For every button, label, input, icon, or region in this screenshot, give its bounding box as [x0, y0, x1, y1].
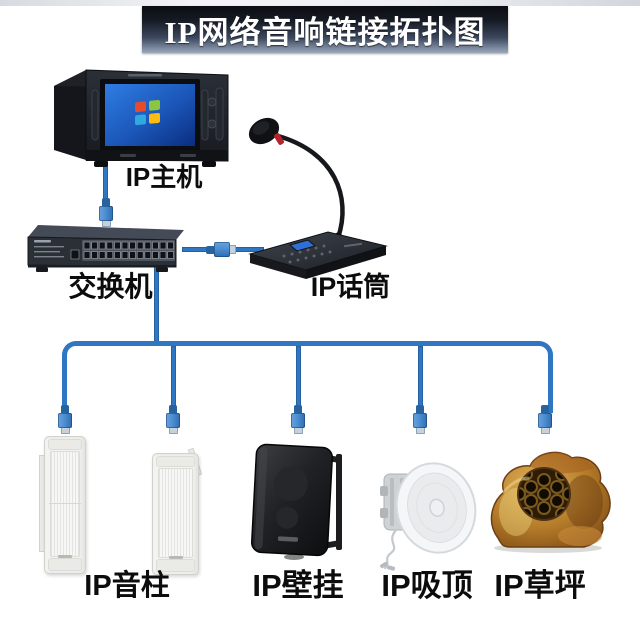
speaker-logo [58, 555, 72, 558]
column-speaker-label: IP音柱 [84, 570, 170, 602]
speaker-grille [158, 468, 193, 558]
top-shadow-strip [0, 0, 640, 6]
speaker-cap [156, 559, 195, 572]
speaker-grille [50, 451, 80, 557]
ceiling-speaker-icon [380, 462, 477, 571]
rj45-tip [230, 245, 236, 254]
speaker-seam [49, 503, 81, 504]
ceiling-speaker-label: IP吸顶 [381, 568, 473, 603]
microphone-label: IP话筒 [310, 272, 391, 302]
distribution-bus-cable [62, 341, 553, 413]
cable-switch-to-bus [154, 266, 159, 344]
rj45-plug-ceiling-icon [413, 405, 427, 434]
rj45-body [99, 206, 113, 221]
page-title: IP网络音响链接拓扑图 [164, 15, 486, 50]
rj45-plug-wall-icon [291, 405, 305, 434]
switch-label: 交换机 [68, 271, 153, 302]
title-banner: IP网络音响链接拓扑图 [142, 6, 508, 53]
speaker-cap [156, 456, 195, 467]
rj45-plug-column2-icon [166, 405, 180, 434]
rj45-plug-lawn-icon [538, 405, 552, 434]
rj45-tip [101, 221, 111, 227]
wall-speaker-icon [250, 443, 342, 560]
bus-drop-4 [418, 346, 423, 408]
rj45-plug-host-icon [99, 198, 113, 227]
lawn-rock-speaker-icon [490, 451, 611, 553]
rj45-plug-mic-icon [206, 242, 236, 257]
host-label: IP主机 [125, 162, 203, 192]
speaker-cap [48, 439, 82, 450]
bus-drop-3 [296, 346, 301, 408]
column-speaker-2-icon [152, 453, 199, 575]
lawn-speaker-label: IP草坪 [494, 568, 586, 603]
speaker-logo [168, 556, 183, 559]
rj45-body [214, 242, 230, 257]
rj45-boot [102, 198, 110, 206]
paging-microphone-icon [248, 117, 388, 279]
cable-host-to-switch [103, 160, 108, 202]
column-speaker-1-icon [44, 436, 86, 574]
rj45-plug-column1-icon [58, 405, 72, 434]
network-switch-icon [27, 225, 184, 272]
speaker-cap [48, 558, 82, 571]
wall-speaker-label: IP壁挂 [252, 568, 344, 603]
bus-drop-2 [171, 346, 176, 408]
host-computer-icon [54, 69, 229, 167]
rj45-boot [206, 245, 214, 254]
